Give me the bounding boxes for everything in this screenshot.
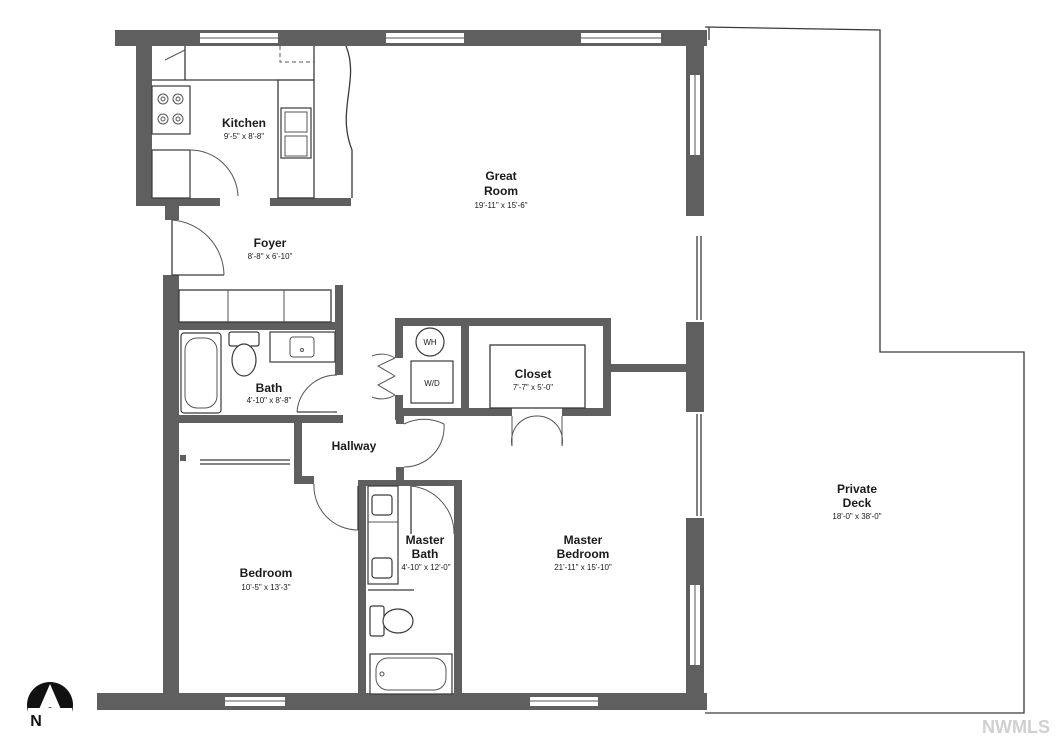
bath-dim: 4'-10" x 8'-8"	[247, 396, 292, 405]
room-labels: Kitchen 9'-5" x 8'-8" Great Room 19'-11"…	[222, 116, 882, 592]
master-bath-fixtures	[367, 485, 453, 695]
master-bath-dim: 4'-10" x 12'-0"	[401, 563, 450, 572]
master-bedroom-name-1: Master	[564, 533, 603, 547]
interior-walls	[163, 285, 689, 697]
great-room-name-1: Great	[485, 169, 516, 183]
master-bedroom-name-2: Bedroom	[557, 547, 610, 561]
private-deck-dim: 18'-0" x 38'-0"	[832, 512, 881, 521]
foyer-dim: 8'-8" x 6'-10"	[248, 252, 293, 261]
master-bedroom-dim: 21'-11" x 15'-10"	[554, 563, 612, 572]
exterior-walls	[97, 30, 707, 710]
kitchen-dim: 9'-5" x 8'-8"	[224, 132, 264, 141]
stove-icon	[151, 85, 191, 135]
watermark-text: NWMLS	[982, 717, 1050, 737]
great-room-name-2: Room	[484, 184, 518, 198]
bathtub-icon	[369, 653, 453, 695]
bedroom-name: Bedroom	[240, 566, 293, 580]
washer-dryer-label: W/D	[424, 379, 440, 388]
master-bath-name-2: Bath	[412, 547, 439, 561]
bathtub-icon	[180, 332, 222, 414]
great-room-dim: 19'-11" x 15'-6"	[474, 201, 527, 210]
kitchen-fixtures	[151, 45, 353, 199]
bath-name: Bath	[256, 381, 283, 395]
closet-dim: 7'-7" x 5'-0"	[513, 383, 553, 392]
compass-label: N	[30, 713, 42, 730]
entry-door	[171, 219, 332, 323]
toilet-icon	[228, 331, 260, 377]
north-arrow-icon: N	[27, 682, 73, 730]
foyer-name: Foyer	[254, 236, 287, 250]
laundry-fixtures	[371, 327, 454, 404]
hallway-name: Hallway	[332, 439, 377, 453]
watermark-logo: NWMLS	[982, 717, 1050, 737]
water-heater-label: WH	[423, 338, 437, 347]
private-deck-name-1: Private	[837, 482, 877, 496]
closet-name: Closet	[515, 367, 552, 381]
hallway-doors	[180, 411, 455, 535]
bath-fixtures	[180, 331, 338, 414]
master-bath-name-1: Master	[406, 533, 445, 547]
sink-icon	[280, 107, 312, 159]
deck-outline	[704, 26, 1025, 714]
bedroom-dim: 10'-5" x 13'-3"	[241, 583, 290, 592]
private-deck-name-2: Deck	[843, 496, 872, 510]
closet-fixtures	[489, 344, 586, 447]
kitchen-name: Kitchen	[222, 116, 266, 130]
toilet-icon	[369, 605, 414, 637]
